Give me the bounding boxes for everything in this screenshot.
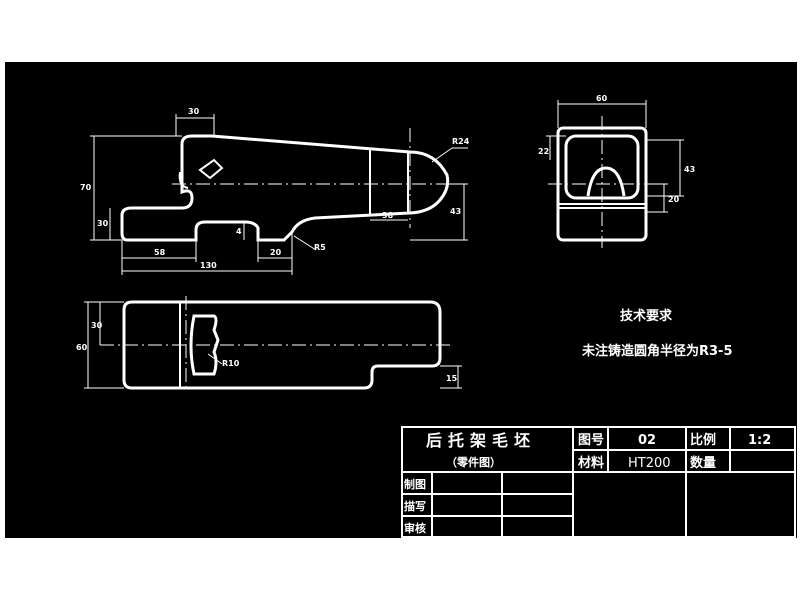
dim-side-h3: 20: [668, 195, 680, 204]
dim-front-notch-width: 38: [382, 211, 394, 220]
material-label: 材料: [578, 455, 604, 471]
title-block-frame: [401, 426, 796, 538]
dim-front-top-width: 30: [188, 107, 200, 116]
technical-requirements: 技术要求 未注铸造圆角半径为R3-5: [581, 308, 733, 359]
front-view-hole: [178, 171, 189, 189]
front-view-rib: [198, 158, 224, 180]
dim-front-height-left: 30: [97, 219, 109, 228]
dim-front-len-3: 20: [270, 248, 282, 257]
dim-front-radius-small: R5: [314, 243, 326, 252]
scale-label: 比例: [690, 432, 716, 448]
top-view: [84, 296, 462, 392]
dim-front-height-right: 43: [450, 207, 461, 216]
side-view: [546, 100, 684, 248]
dim-top-h2: 60: [76, 343, 88, 352]
dim-front-height-total: 70: [80, 183, 92, 192]
dim-top-h1: 30: [91, 321, 103, 330]
top-view-outline: [122, 300, 442, 390]
material-value: HT200: [628, 456, 671, 471]
dim-front-radius-right: R24: [452, 137, 470, 146]
front-view-outline: [120, 134, 450, 242]
title-block: [401, 426, 796, 538]
technical-requirements-title: 技术要求: [620, 308, 673, 324]
dim-leader: [431, 147, 453, 163]
drawing-no-value: 02: [638, 433, 656, 448]
dim-top-h3: 15: [446, 374, 458, 383]
dim-leader: [207, 353, 223, 365]
side-view-arch: [586, 166, 626, 197]
dim-front-height-small: 4: [236, 227, 242, 236]
dim-top-radius: R10: [222, 359, 240, 368]
checked-by-label: 描写: [404, 499, 426, 513]
quantity-label: 数量: [690, 455, 716, 471]
dim-front-len-1: 58: [154, 248, 166, 257]
scale-value: 1:2: [748, 433, 771, 448]
dim-side-h2: 43: [684, 165, 695, 174]
part-name-sub: （零件图）: [446, 455, 501, 469]
dimension-labels: 30 70 30 R24 43 4 38 58 130 20 R5 60 22 …: [76, 94, 695, 383]
drawing-no-label: 图号: [578, 433, 604, 448]
dim-front-len-2: 130: [200, 261, 217, 270]
part-name: 后托架毛坯: [426, 431, 536, 450]
front-view: [90, 114, 468, 275]
dim-side-h1: 22: [538, 147, 549, 156]
drawn-by-label: 制图: [404, 477, 426, 491]
reviewed-by-label: 审核: [404, 521, 426, 535]
title-block-text: 后托架毛坯 （零件图） 图号 02 比例 1:2 材料 HT200 数量 制图 …: [404, 431, 771, 535]
technical-requirements-text: 未注铸造圆角半径为R3-5: [581, 343, 733, 359]
dim-side-width: 60: [596, 94, 608, 103]
dim-leader: [293, 235, 317, 251]
